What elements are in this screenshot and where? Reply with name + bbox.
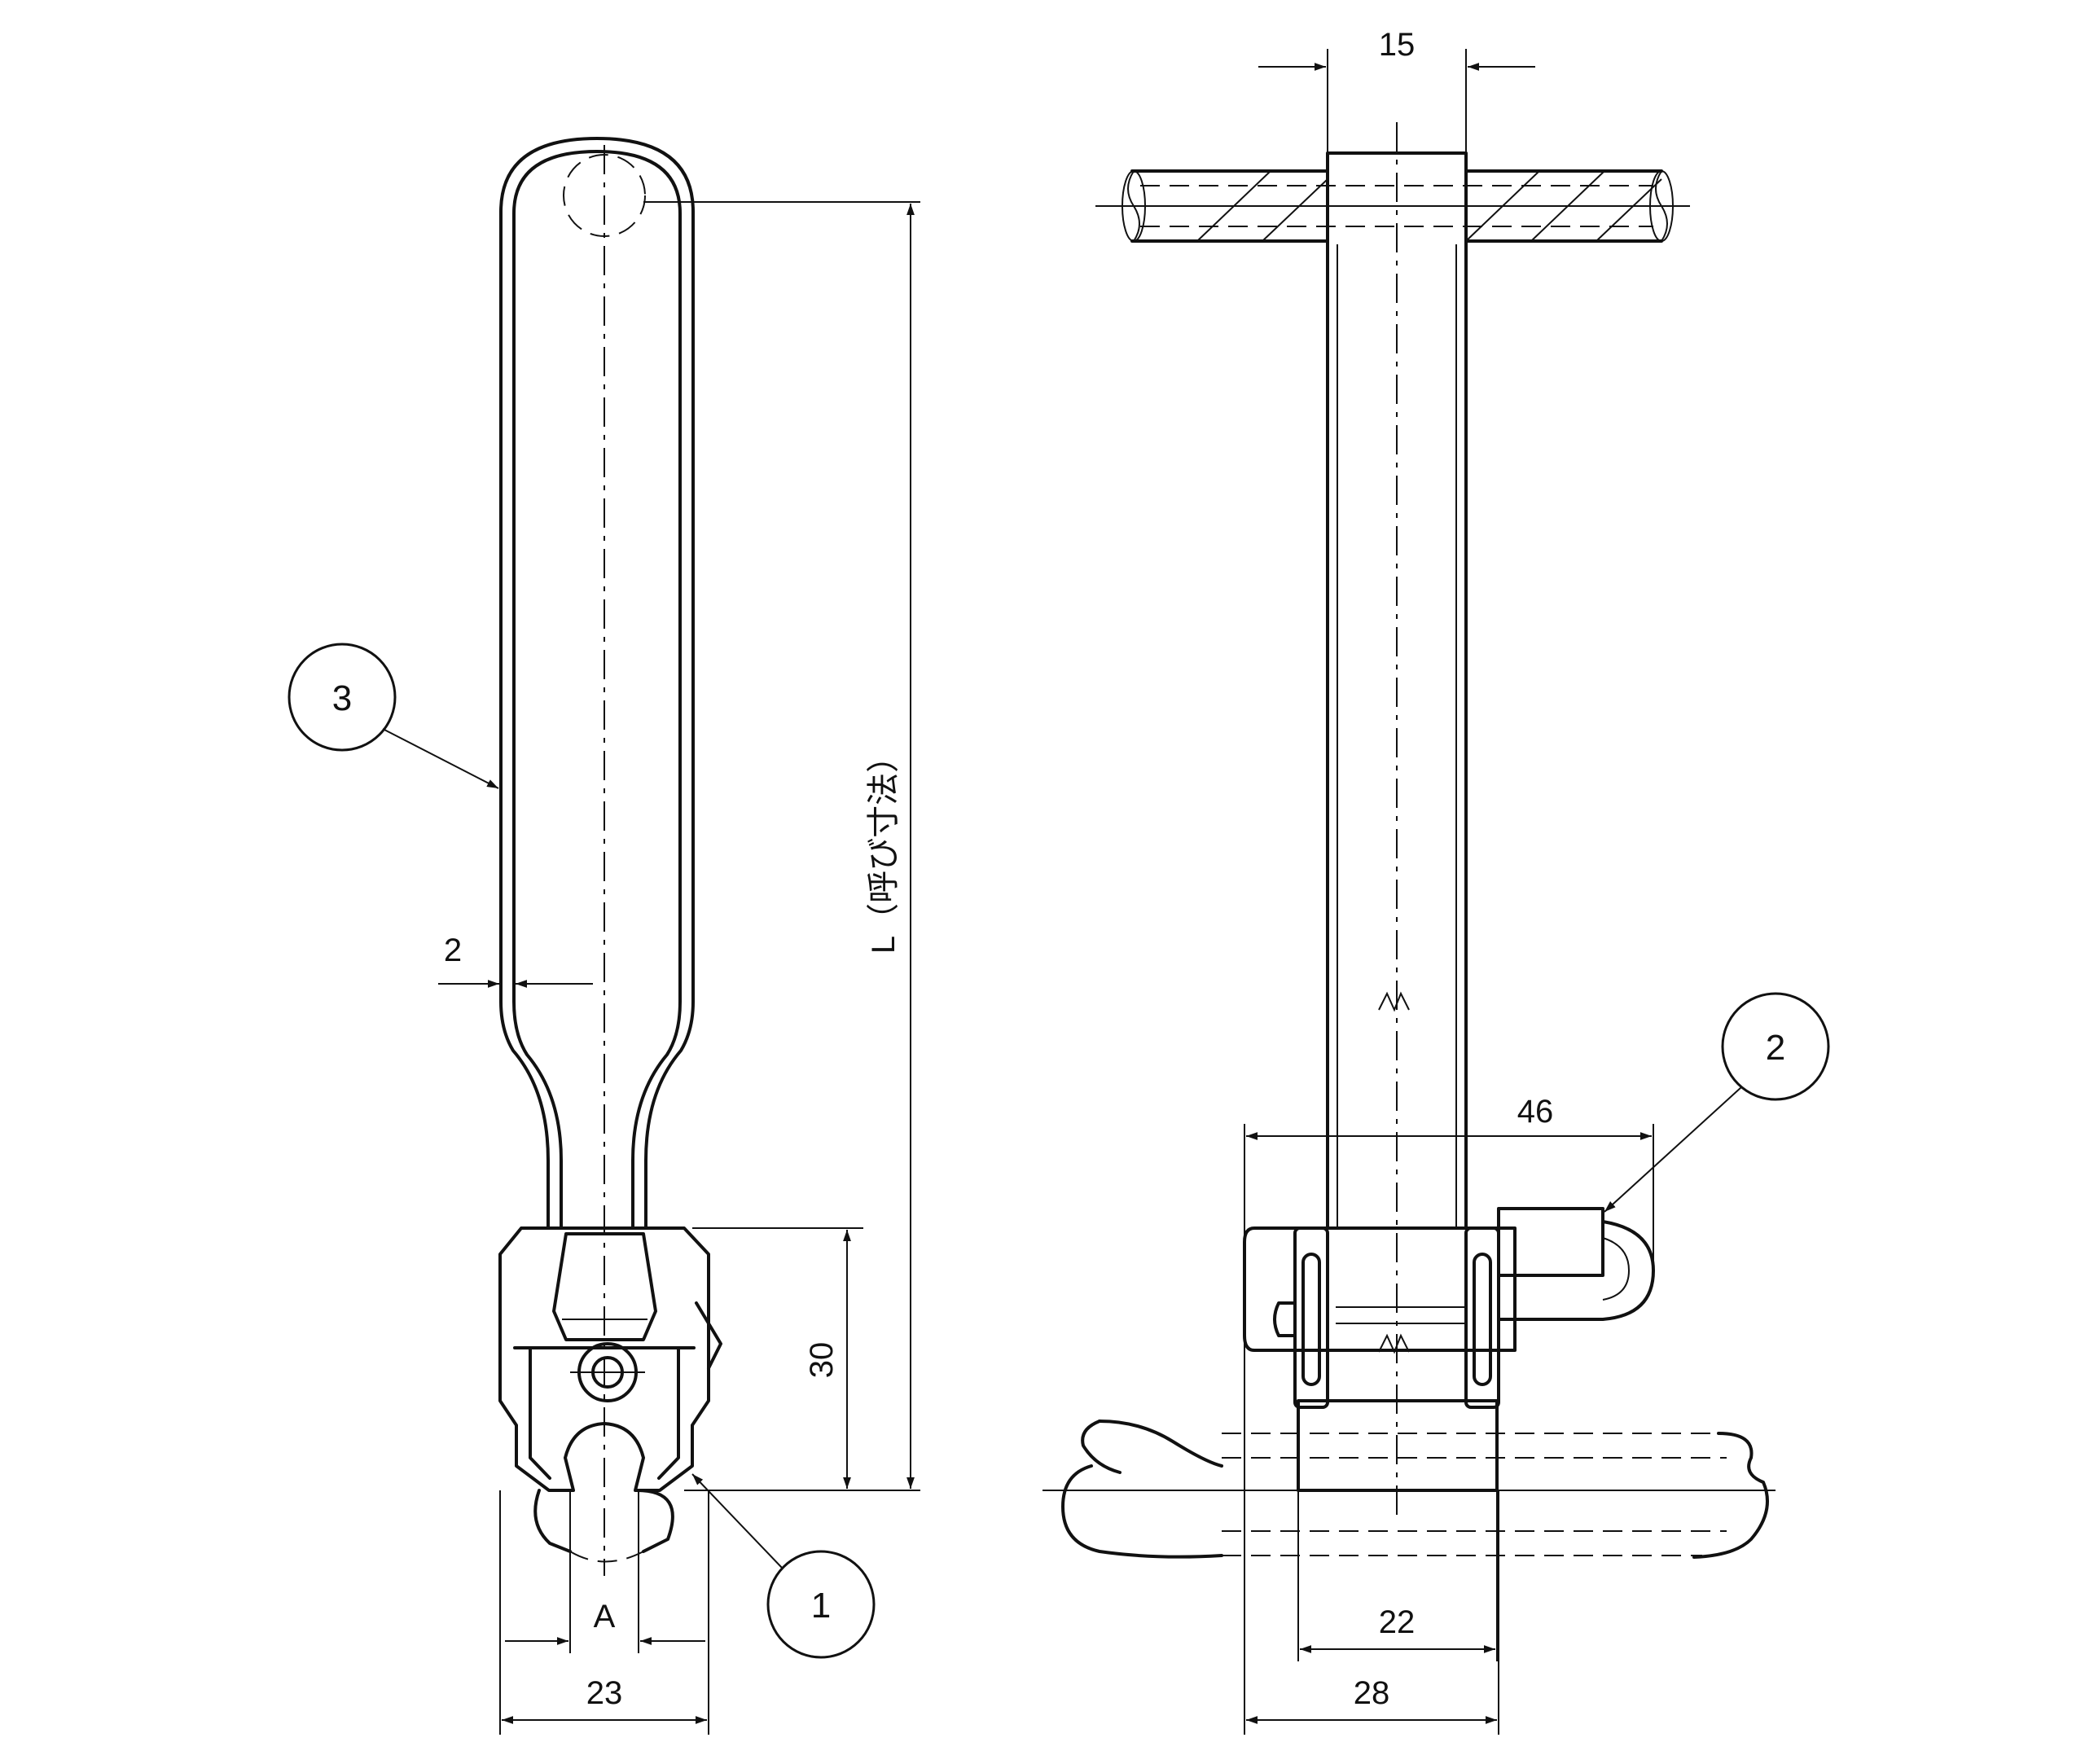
front-view: L（呼び寸法） 30 2 A 23 3 1 (288, 137, 920, 1735)
dim-46-label: 46 (1517, 1094, 1554, 1130)
side-pin (1273, 1301, 1297, 1337)
dim-22-label: 22 (1379, 1604, 1416, 1640)
balloon-2 (1721, 992, 1830, 1101)
balloon-3-label: 3 (332, 678, 352, 718)
latch-loop (1497, 1220, 1655, 1321)
dim-A-label: A (594, 1599, 616, 1635)
latch-lever (695, 1301, 722, 1370)
balloon-3 (288, 643, 397, 752)
balloon-1-leader (691, 1473, 783, 1569)
hatching (1196, 170, 1662, 242)
dim-2-label: 2 (444, 932, 462, 968)
clamp-inner-right (657, 1346, 680, 1480)
handle-inner (512, 150, 682, 1230)
rope-section-hidden (569, 1551, 644, 1563)
rope-bottom-right (1692, 1432, 1769, 1559)
dim-15-label: 15 (1379, 27, 1416, 63)
clamp-disc-left (1301, 1253, 1321, 1386)
clamp-body (498, 1226, 710, 1492)
rope-bottom-outline (1061, 1420, 1223, 1559)
top-bar-outline (1130, 169, 1663, 243)
side-view: 15 46 22 28 (1042, 27, 1830, 1735)
latch-block (1497, 1207, 1604, 1277)
balloon-2-label: 2 (1766, 1028, 1785, 1068)
dim-23-label: 23 (586, 1675, 623, 1711)
rope-bottom-left-cut (1081, 1420, 1122, 1474)
balloon-1-label: 1 (811, 1586, 831, 1626)
clamp-inner-left (529, 1346, 551, 1480)
rope-section (533, 1489, 674, 1553)
balloon-3-leader (382, 728, 499, 789)
handle-outer (499, 137, 695, 1230)
break-mark-1 (1378, 991, 1410, 1012)
dim-30-label: 30 (804, 1342, 840, 1379)
balloon-1 (766, 1550, 876, 1659)
dim-L-label: L（呼び寸法） (866, 740, 902, 954)
clamp-disc-right (1473, 1253, 1492, 1386)
clamp-wedge (552, 1232, 657, 1341)
balloon-2-leader (1604, 1086, 1742, 1213)
latch-loop-inner (1602, 1237, 1631, 1301)
dim-28-label: 28 (1354, 1675, 1390, 1711)
